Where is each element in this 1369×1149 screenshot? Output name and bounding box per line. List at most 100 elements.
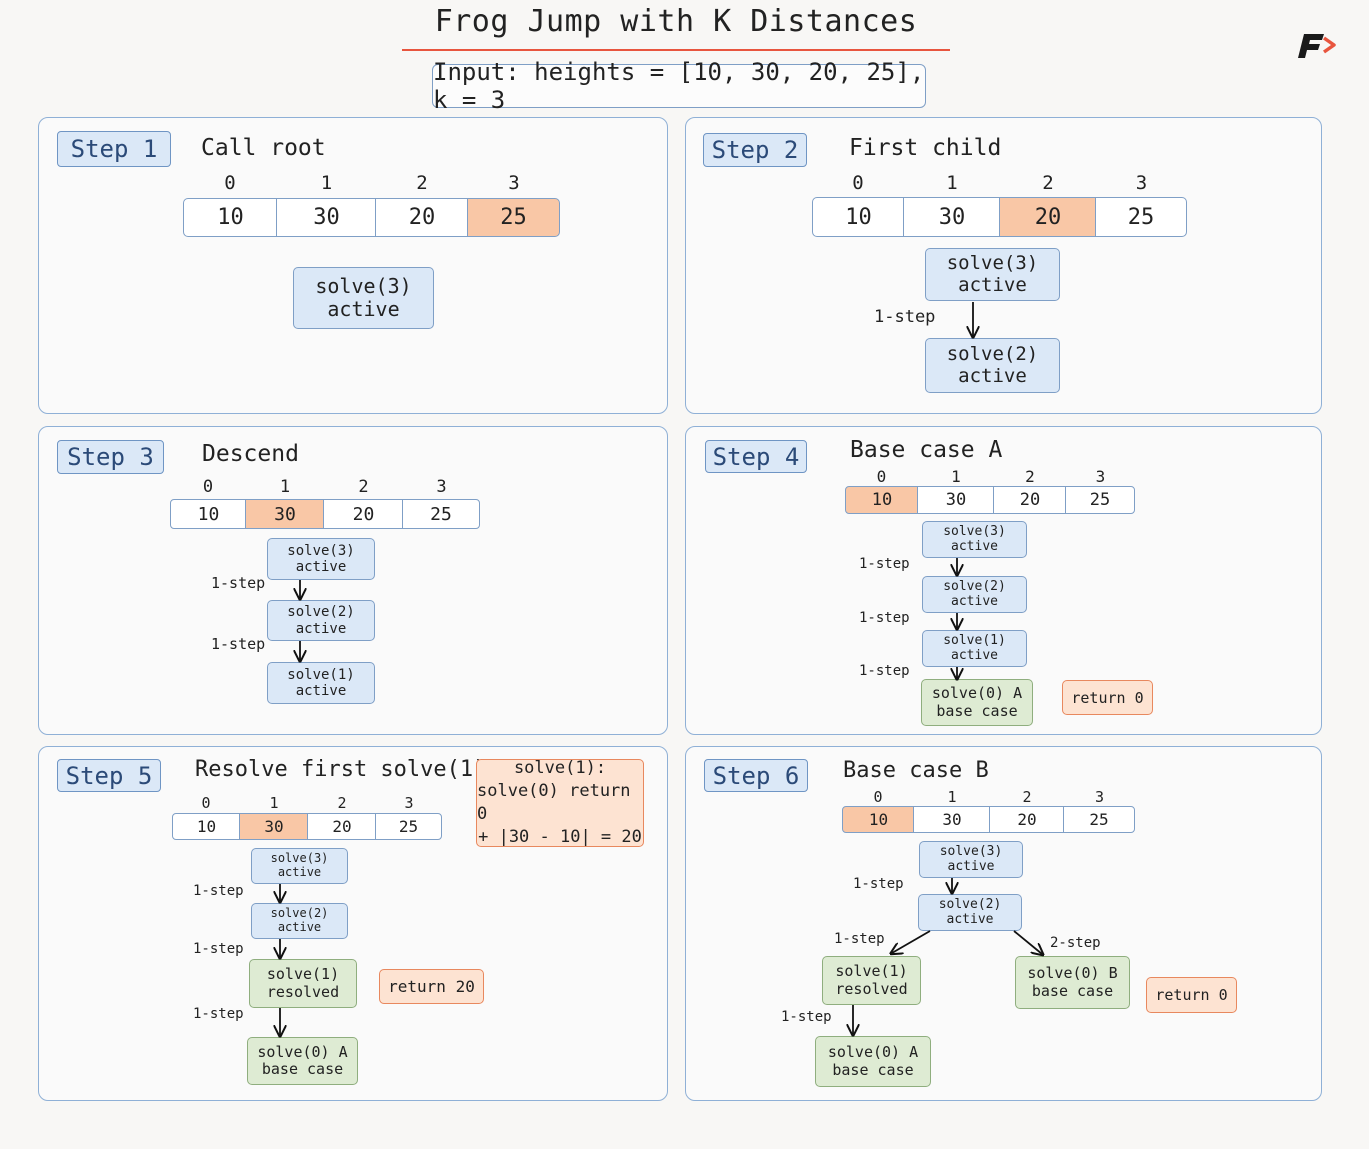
edge-label: 1-step [781,1009,832,1025]
array-cell: 25 [1063,806,1135,833]
call-node: solve(3) active [251,848,348,884]
array-cell: 20 [323,499,404,529]
array-cell: 30 [917,486,995,514]
array-cell: 30 [276,198,377,237]
resolved-node: solve(1) resolved [822,956,921,1005]
index-label: 1 [279,477,291,497]
node-call: solve(0) A [827,1043,919,1062]
call-node: solve(3) active [922,521,1027,558]
index-label: 3 [508,172,520,194]
node-call: solve(2) [943,578,1006,594]
step-4-title: Base case A [850,437,1003,463]
edge-label: 1-step [859,556,910,572]
array-cell: 20 [307,813,377,840]
node-status: base case [261,1060,344,1078]
call-node: solve(2) active [925,338,1060,393]
index-label: 3 [1095,467,1106,486]
index-label: 3 [1094,788,1105,806]
index-label: 1 [320,172,333,194]
index-label: 2 [337,794,347,812]
node-status: active [295,683,347,699]
node-status: active [951,593,998,609]
node-status: active [947,858,995,874]
index-label: 0 [224,172,236,194]
note-line: solve(0) return 0 [477,781,631,824]
index-label: 3 [436,477,447,497]
index-label: 3 [404,794,414,812]
index-label: 2 [1025,467,1035,486]
edge-label: 1-step [853,876,904,892]
node-call: solve(3) [315,274,412,298]
node-call: solve(2) [946,342,1039,365]
index-label: 2 [1022,788,1032,806]
node-call: solve(0) B [1027,964,1118,983]
edge-label: 1-step [193,941,244,957]
index-label: 0 [852,172,864,194]
node-status: base case [936,701,1018,720]
node-status: resolved [266,982,340,1001]
diagram-title: Frog Jump with K Distances [434,4,918,39]
edge-label: 2-step [1050,935,1101,951]
index-label: 3 [1135,172,1148,194]
step-2-title: First child [849,135,1002,161]
index-label: 0 [202,477,214,497]
step-6-title: Base case B [843,758,989,783]
node-status: active [295,559,347,575]
array-cell-highlighted: 20 [999,197,1097,237]
array-cell-highlighted: 10 [842,806,915,833]
node-call: solve(1) [943,632,1006,648]
edge-label: 1-step [211,574,266,592]
array-cell: 20 [375,198,469,237]
base-case-node: solve(0) B base case [1015,956,1130,1009]
index-label: 1 [947,788,957,806]
index-label: 1 [269,794,279,812]
node-call: solve(3) [287,542,355,559]
node-status: active [946,911,994,927]
array-cell: 10 [172,813,241,840]
node-status: base case [1031,981,1114,1000]
return-badge: return 0 [1062,680,1153,715]
call-node: solve(2) active [267,600,375,641]
index-label: 2 [358,477,369,497]
computation-note: solve(1): solve(0) return 0 + |30 - 10| … [476,758,644,847]
array-cell: 25 [1095,197,1187,237]
node-call: solve(1) [287,666,355,683]
node-status: active [277,865,322,879]
index-label: 1 [951,467,961,486]
node-call: solve(3) [946,251,1039,274]
node-call: solve(1) [835,962,908,981]
edge-label: 1-step [834,931,885,947]
index-label: 2 [1042,172,1054,194]
note-line: + |30 - 10| = 20 [478,826,642,847]
call-node: solve(3) active [293,267,434,329]
array-cell: 30 [903,197,1001,237]
node-status: active [958,273,1027,296]
index-label: 1 [946,172,958,194]
array-cell: 10 [812,197,905,237]
array-cell: 20 [993,486,1067,514]
call-node: solve(2) active [918,894,1022,931]
node-call: solve(2) [287,604,355,621]
step-1-badge: Step 1 [57,131,171,167]
array-cell-highlighted: 30 [245,499,325,529]
call-node: solve(1) active [922,630,1027,667]
array-cell-highlighted: 10 [845,486,919,514]
step-3-title: Descend [202,441,299,467]
step-3-panel [38,426,668,735]
array-cell-highlighted: 25 [467,198,560,237]
node-call: solve(0) A [257,1042,348,1061]
base-case-node: solve(0) A base case [247,1037,358,1085]
edge-label: 1-step [211,635,266,653]
array-cell-highlighted: 30 [239,813,309,840]
base-case-node: solve(0) A base case [815,1036,931,1087]
array-cell: 30 [913,806,991,833]
array-cell: 25 [402,499,480,529]
call-node: solve(2) active [251,903,348,939]
index-label: 0 [876,467,887,486]
edge-label: 1-step [193,883,244,899]
node-call: solve(2) [270,906,329,921]
step-3-badge: Step 3 [57,440,164,474]
node-status: active [277,920,322,934]
step-1-title: Call root [201,135,326,161]
node-call: solve(3) [939,843,1003,859]
